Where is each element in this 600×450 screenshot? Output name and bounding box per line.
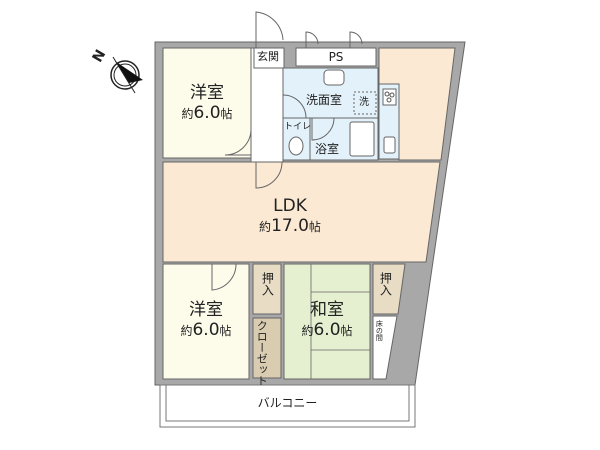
closet-right-area	[372, 263, 406, 315]
balcony-label: バルコニー	[257, 396, 318, 410]
ldk-label: LDK 約17.0帖	[230, 196, 350, 237]
door-icon	[211, 263, 237, 291]
western-room-1-size: 約6.0帖	[181, 103, 233, 124]
japanese-room-area	[283, 263, 371, 380]
ps-area	[295, 47, 377, 67]
entrance-door-icon	[255, 11, 284, 48]
toilet-label: トイレ	[284, 122, 312, 132]
western-room-2-name: 洋室	[189, 300, 223, 320]
walk-closet-label: クローゼット	[255, 320, 269, 386]
kitchen-sink-icon	[383, 136, 396, 154]
walk-closet-area	[252, 317, 282, 379]
burner-icon	[384, 91, 390, 97]
ps-door-icon	[349, 31, 363, 48]
closet-right-label: 押入	[378, 272, 393, 296]
japanese-room-label: 和室 約6.0帖	[284, 300, 370, 341]
western-room-2-label: 洋室 約6.0帖	[163, 300, 249, 341]
washer-label: 洗	[359, 97, 369, 108]
western-room-2-area	[162, 263, 250, 380]
door-icon	[255, 161, 283, 189]
ps-door-icon	[305, 31, 319, 48]
washroom-label: 洗面室	[306, 93, 343, 107]
burner-icon	[389, 92, 395, 98]
western-room-1-name: 洋室	[190, 83, 224, 103]
western-room-1-area	[162, 47, 252, 159]
japanese-room-size: 約6.0帖	[301, 320, 353, 341]
entrance-label: 玄関	[257, 50, 279, 63]
ldk-name: LDK	[273, 196, 307, 216]
tokonoma-label: 床の間	[375, 320, 384, 341]
western-room-1-label: 洋室 約6.0帖	[163, 83, 251, 124]
balcony-inner	[165, 384, 410, 422]
door-icon	[224, 129, 252, 156]
ldk-area	[162, 161, 441, 263]
ps-label: PS	[328, 50, 344, 64]
bathroom-label: 浴室	[315, 142, 340, 156]
stove-icon	[382, 88, 397, 106]
bath-door-icon	[311, 117, 335, 141]
closet-left-label: 押入	[260, 272, 275, 296]
ldk-size: 約17.0帖	[259, 216, 321, 237]
compass-icon	[110, 56, 143, 94]
burner-icon	[386, 97, 392, 103]
ldk-kitchen-area	[378, 47, 456, 161]
western-room-2-size: 約6.0帖	[180, 320, 232, 341]
sink-icon	[323, 69, 345, 86]
toilet-bowl-icon	[288, 136, 304, 156]
japanese-room-name: 和室	[310, 300, 344, 320]
entrance-area	[253, 47, 285, 69]
closet-left-area	[252, 263, 282, 315]
washer-icon	[353, 91, 377, 115]
toilet-door-icon	[282, 94, 307, 119]
bathtub-icon	[349, 121, 375, 157]
tokonoma-area	[372, 315, 398, 380]
